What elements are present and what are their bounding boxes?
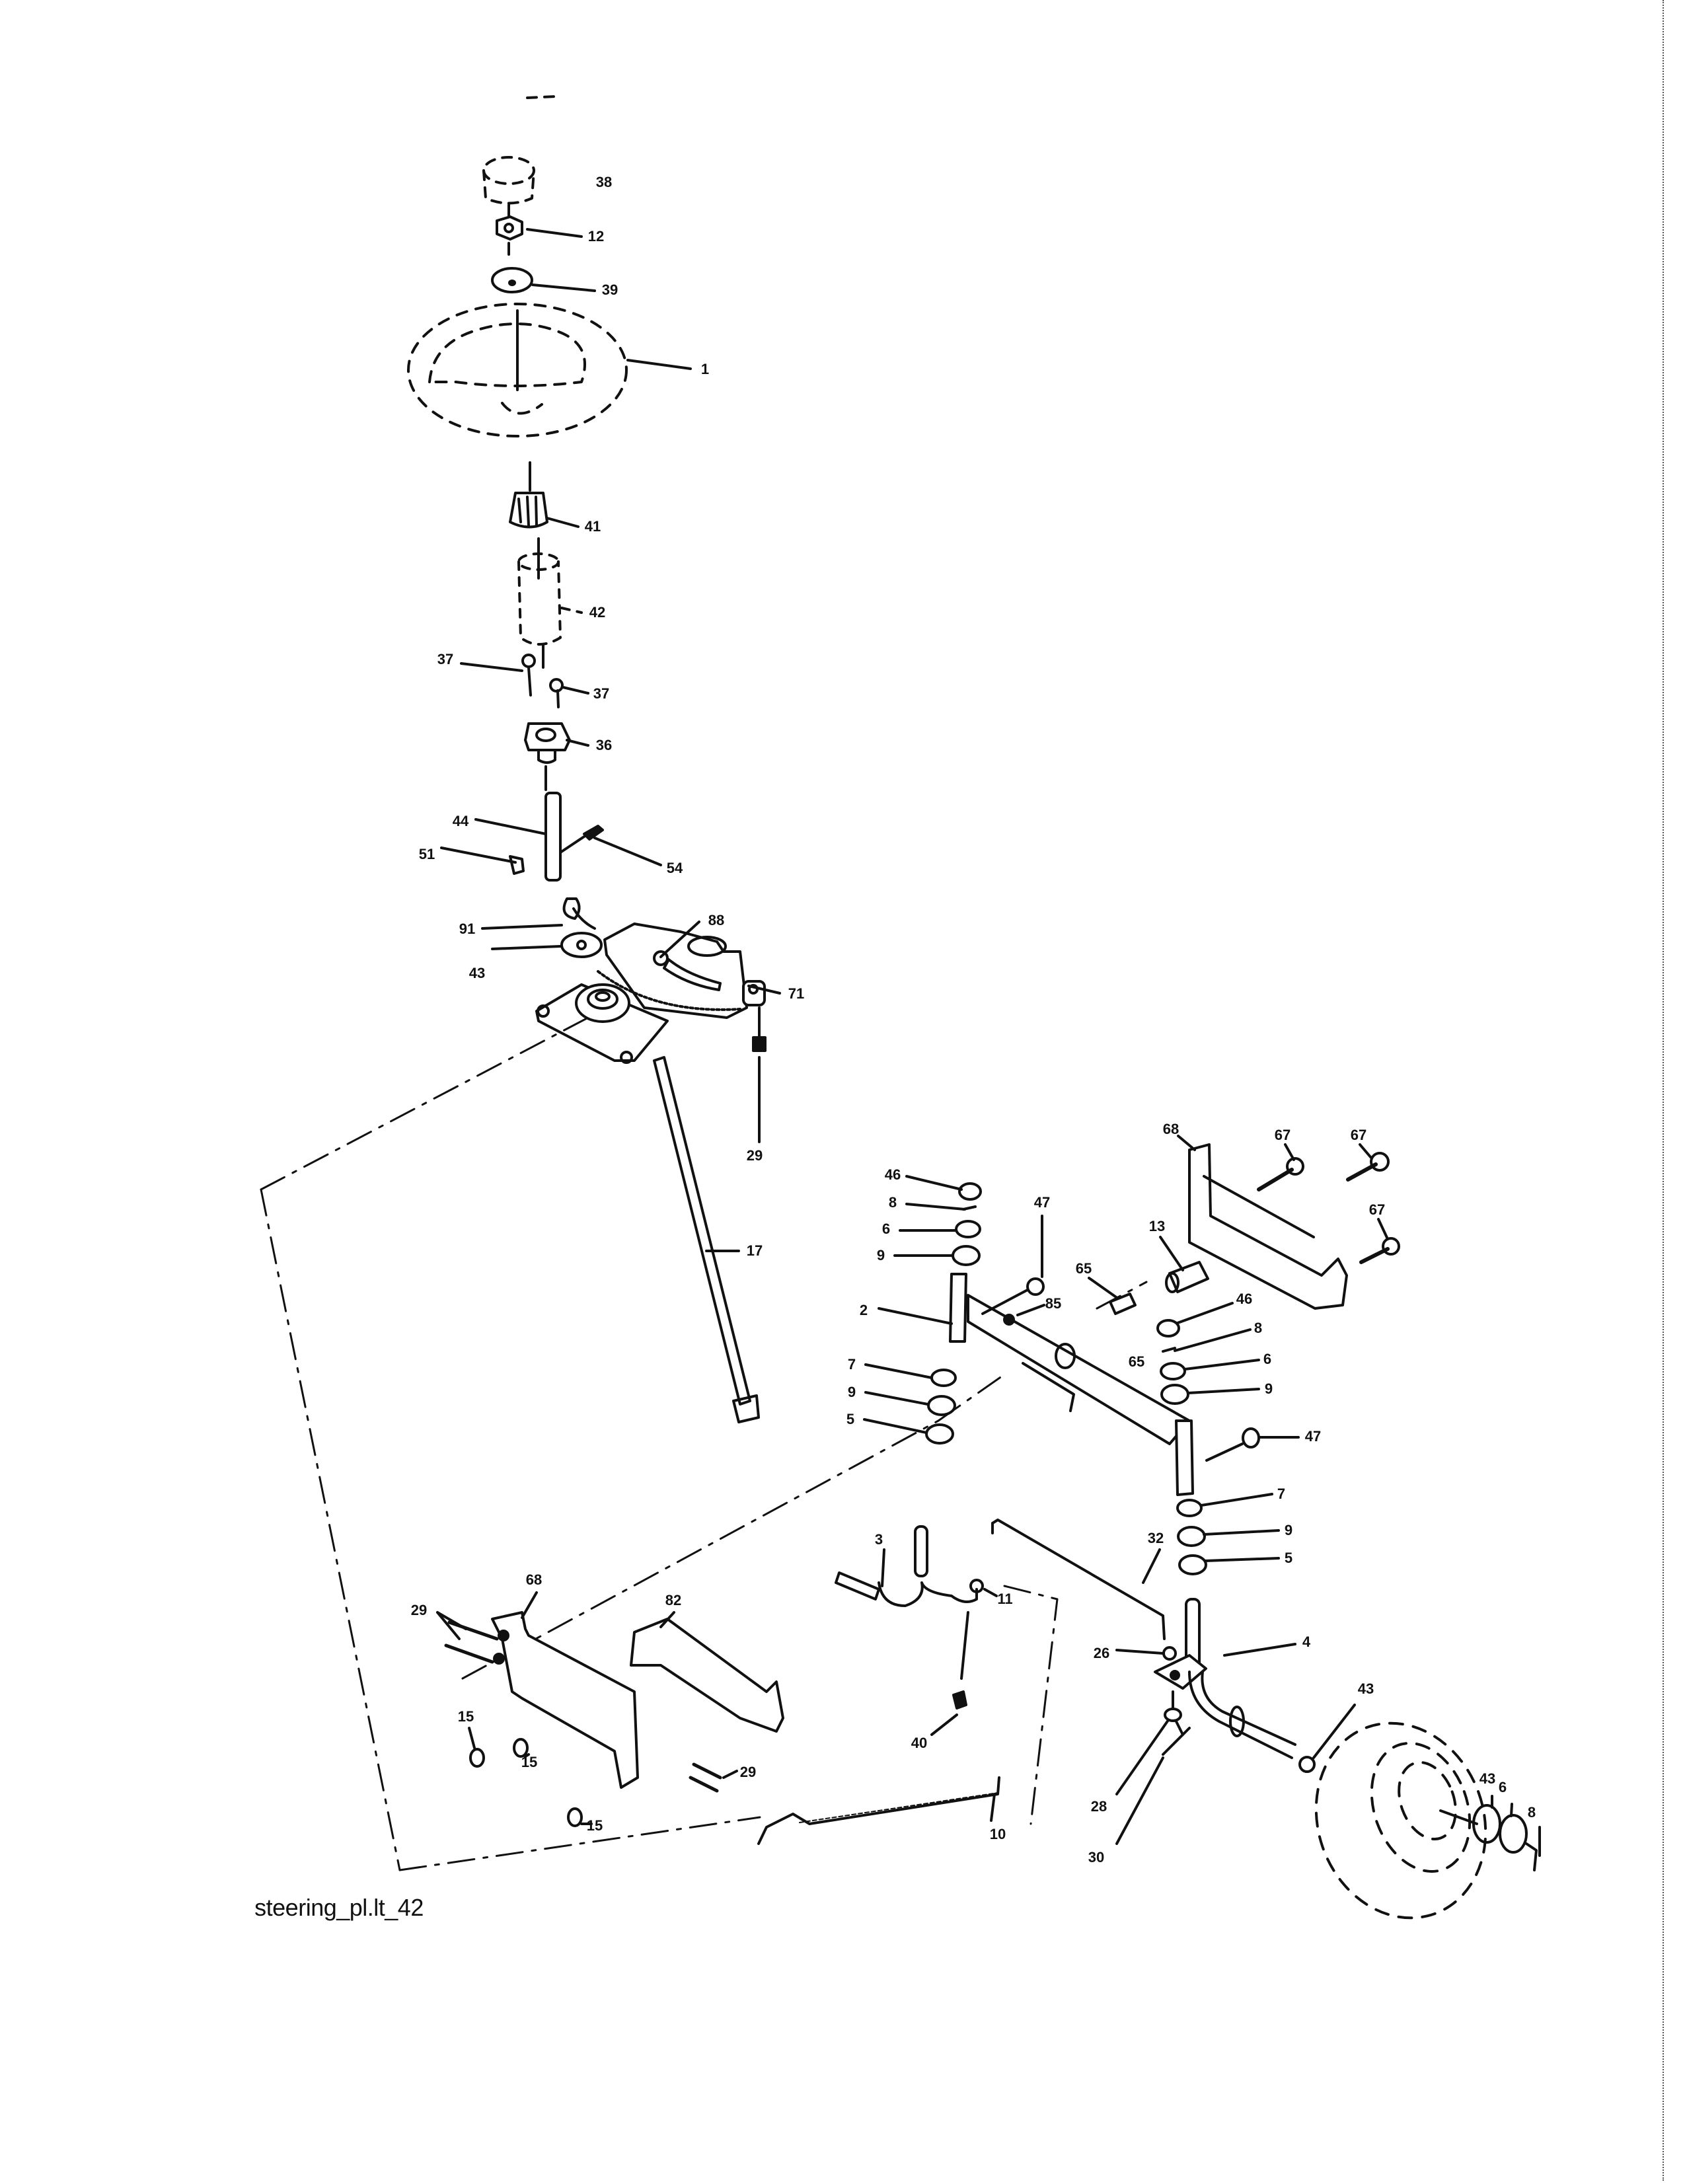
part-callout-bracket: 68	[1162, 1121, 1180, 1137]
diagram-caption: steering_pl.lt_42	[254, 1894, 424, 1921]
part-callout-nut: 40	[911, 1735, 928, 1751]
part-callout-screw: 37	[593, 685, 610, 702]
spring-clip-icon	[481, 897, 596, 930]
fitting-icon	[981, 1215, 1045, 1326]
part-callout-tie-rod: 10	[989, 1826, 1006, 1842]
shaft-icon	[653, 1056, 760, 1423]
part-callout-washer: 39	[601, 282, 618, 298]
steering-gear-icon	[597, 921, 781, 1019]
part-callout-pin: 8	[1527, 1804, 1536, 1821]
part-callout-cotter-pin: 30	[1088, 1849, 1105, 1865]
part-callout-drag-link: 32	[1147, 1530, 1164, 1546]
part-callout-spring-clip: 91	[459, 921, 476, 937]
part-callout-washer: 43	[1357, 1680, 1374, 1697]
part-callout-steering-wheel: 1	[700, 361, 710, 377]
part-callout-nut: 15	[521, 1754, 538, 1770]
part-callout-bolt: 67	[1368, 1201, 1386, 1218]
part-callout-steering-gear: 71	[788, 985, 805, 1002]
part-callout-steering-wheel-cap: 38	[595, 174, 613, 190]
part-callout-pin: 8	[888, 1194, 897, 1211]
part-callout-washer: 6	[1263, 1351, 1272, 1367]
part-callout-fitting: 47	[1033, 1194, 1051, 1211]
gear-base-icon	[535, 983, 669, 1064]
part-callout-bolt: 67	[1350, 1127, 1367, 1143]
washer-stack-icon	[863, 1175, 982, 1445]
part-callout-nut: 26	[1093, 1645, 1110, 1661]
nut-icon	[930, 1611, 969, 1736]
steering-shaft-icon	[440, 792, 662, 882]
washer-icon	[491, 932, 603, 958]
part-callout-pin: 8	[1254, 1320, 1263, 1336]
part-callout-bushing: 36	[595, 737, 613, 753]
drag-link-icon	[991, 1519, 1166, 1640]
part-callout-spindle-right: 4	[1302, 1634, 1311, 1650]
part-callout-bearing: 9	[847, 1384, 856, 1400]
part-callout-washer: 7	[847, 1356, 856, 1373]
bolt-icon	[752, 1006, 767, 1143]
part-callout-shaft: 17	[746, 1242, 763, 1259]
bushing-icon	[524, 722, 589, 764]
part-callout-spacer: 13	[1148, 1218, 1166, 1234]
part-callout-fitting: 47	[1304, 1428, 1322, 1445]
part-callout-bearing: 9	[1284, 1522, 1293, 1538]
part-callout-bolt: 29	[410, 1602, 428, 1618]
steering-adapter-icon	[509, 461, 580, 529]
part-callout-steering-shaft: 44	[452, 813, 469, 829]
part-callout-washer: 6	[1498, 1779, 1507, 1795]
washer-icon	[1439, 1795, 1541, 1871]
part-callout-axle: 2	[859, 1302, 868, 1318]
page-border	[1663, 0, 1664, 2181]
front-axle-icon	[878, 1273, 1194, 1496]
part-callout-washer: 6	[881, 1221, 891, 1237]
nut-icon	[496, 204, 583, 256]
steering-cap-icon	[482, 95, 556, 205]
part-callout-washer: 5	[846, 1411, 855, 1427]
part-callout-washer: 43	[468, 965, 486, 981]
part-callout-nut: 15	[586, 1817, 603, 1834]
tie-rod-icon	[757, 1776, 1000, 1845]
spindle-left-icon	[835, 1525, 998, 1607]
part-callout-bearing: 9	[876, 1247, 885, 1263]
part-callout-pin: 65	[1128, 1353, 1145, 1370]
screw-icon	[460, 654, 589, 708]
part-callout-washer: 7	[1277, 1486, 1286, 1502]
part-callout-nut: 15	[457, 1708, 474, 1725]
part-callout-bolt: 88	[708, 912, 725, 928]
part-callout-screw: 37	[437, 651, 454, 667]
part-callout-spindle-left: 3	[874, 1531, 883, 1548]
part-callout-washer: 5	[1284, 1550, 1293, 1566]
part-callout-pin: 65	[1075, 1260, 1092, 1277]
part-callout-bolt: 29	[746, 1147, 763, 1164]
part-callout-bolt: 29	[739, 1764, 757, 1780]
part-callout-nut: 51	[418, 846, 435, 862]
steering-wheel-icon	[407, 303, 628, 437]
part-callout-bolt: 54	[666, 860, 683, 876]
bracket-icon	[436, 1591, 784, 1789]
part-callout-bearing: 9	[1264, 1380, 1273, 1397]
phantom-line-icon	[260, 1016, 1148, 1871]
part-callout-washer: 28	[1090, 1798, 1107, 1815]
boot-icon	[517, 552, 583, 646]
part-callout-bolt: 67	[1274, 1127, 1291, 1143]
cotter-pin-icon	[1115, 1690, 1191, 1845]
part-callout-bracket: 68	[525, 1571, 543, 1588]
washer-icon	[491, 267, 596, 293]
part-callout-washer: 43	[1479, 1770, 1496, 1787]
part-callout-cap: 46	[884, 1166, 901, 1183]
part-callout-nut: 12	[587, 228, 605, 245]
part-callout-nut: 11	[997, 1591, 1013, 1607]
spindle-right-icon	[1115, 1598, 1356, 1773]
spacer-icon	[1088, 1236, 1209, 1315]
part-callout-adapter: 41	[584, 518, 601, 535]
nut-icon	[468, 1727, 738, 1827]
part-callout-pin: 85	[1045, 1295, 1062, 1312]
bracket-icon	[1177, 1135, 1348, 1310]
part-callout-boot: 42	[589, 604, 606, 621]
part-callout-cap: 46	[1236, 1291, 1253, 1307]
wheel-icon	[1314, 1721, 1487, 1920]
washer-stack-icon	[1156, 1302, 1300, 1575]
bolt-icon	[1257, 1143, 1400, 1264]
part-callout-bracket: 82	[665, 1592, 682, 1608]
